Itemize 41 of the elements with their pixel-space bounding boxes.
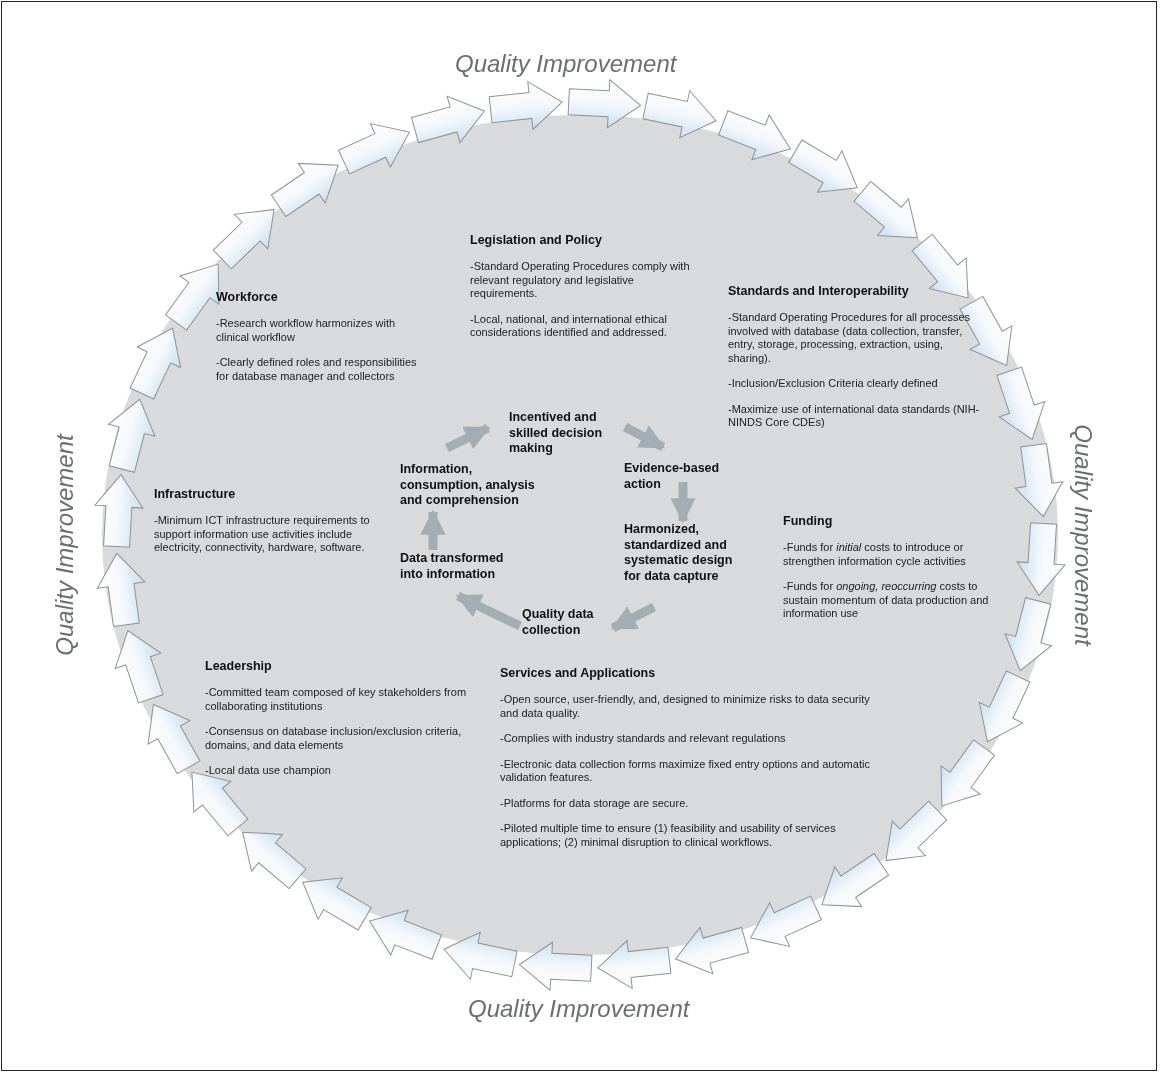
arrow (420, 509, 446, 550)
body-text: -Committed team composed of key stakeholders from collaborating institutions (205, 686, 468, 713)
body-text: -Research workflow harmonizes with clinical workflow (216, 317, 397, 344)
step-text: Harmonized, standardized and systematic design for data capture (624, 522, 742, 584)
cycle-caption: Quality Improvement (468, 995, 690, 1023)
body-text: -Maximize use of international data standards (NIH-NINDS Core CDEs) (728, 402, 981, 430)
section-title: Workforce (216, 290, 279, 304)
section-title: Leadership (205, 659, 273, 673)
body-text: -Minimum ICT infrastructure requirements to support information use activities include electricity, connectivity, hardware, software. (154, 514, 371, 555)
body-text: -Inclusion/Exclusion Criteria clearly defined (728, 377, 939, 391)
body-text: -Funds for ongoing, reoccurring costs to sustain momentum of data production and information use (783, 580, 990, 621)
body-text: -Piloted multiple time to ensure (1) feasibility and usability of services applications; (2) minimal disruption to clinical workflows. (500, 822, 837, 849)
body-text: -Local, national, and international ethical considerations identified and addressed. (470, 312, 668, 340)
section-title: Infrastructure (154, 487, 237, 501)
arrow (610, 603, 657, 632)
section-title: Standards and Interoperability (728, 284, 910, 298)
arrow (622, 423, 666, 451)
cycle-caption: Quality Improvement (1069, 424, 1097, 646)
body-text: -Funds for initial costs to introduce or strengthen information cycle activities (783, 541, 967, 568)
step-text: Information, consumption, analysis and comprehension (400, 462, 545, 509)
body-text: -Electronic data collection forms maximize fixed entry options and automatic validation features. (500, 757, 871, 785)
arrow (445, 423, 491, 453)
cycle-caption: Quality Improvement (51, 434, 79, 656)
cycle-caption: Quality Improvement (455, 50, 677, 78)
body-text: -Complies with industry standards and relevant regulations (500, 732, 787, 746)
body-text: -Local data use champion (205, 764, 332, 778)
step-text: Data transformed into information (400, 551, 518, 582)
body-text: -Consensus on database inclusion/exclusion criteria, domains, and data elements (205, 725, 463, 752)
step-text: Incentived and skilled decision making (509, 410, 619, 457)
section-title: Funding (783, 514, 834, 528)
body-text: -Platforms for data storage are secure. (500, 796, 690, 810)
section-title: Legislation and Policy (470, 233, 603, 247)
section-title: Services and Applications (500, 666, 657, 680)
arrow (670, 482, 696, 524)
arrow (455, 591, 522, 631)
body-text: -Standard Operating Procedures comply with relevant regulatory and legislative requirements. (470, 260, 691, 301)
body-text: -Clearly defined roles and responsibilities for database manager and collectors (216, 356, 418, 383)
step-text: Evidence-based action (624, 461, 729, 492)
body-text: -Standard Operating Procedures for all processes involved with database (data collection, transfer, entry, storage, processing, extraction, using, sharing). (728, 311, 972, 365)
step-text: Quality data collection (522, 607, 612, 638)
body-text: -Open source, user-friendly, and, designed to minimize risks to data security and data quality. (500, 693, 871, 720)
